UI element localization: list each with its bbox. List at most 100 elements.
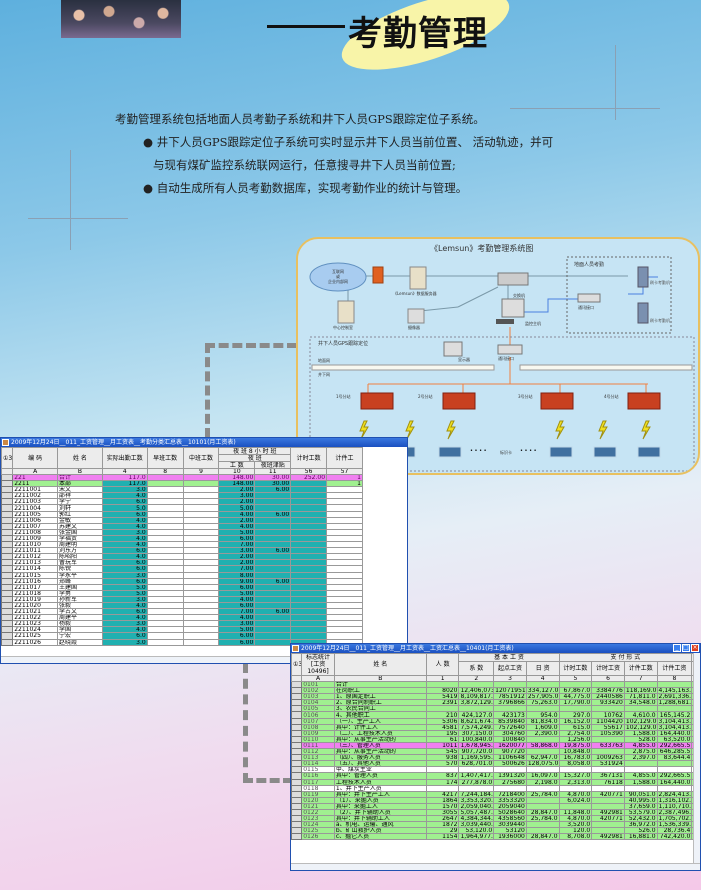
table-cell[interactable]: 954.0 bbox=[525, 711, 560, 719]
table-cell[interactable]: 7851912 bbox=[493, 693, 527, 701]
table-cell[interactable]: 16,152.0 bbox=[558, 717, 593, 725]
table-cell[interactable]: 2,390.0 bbox=[525, 729, 560, 737]
table-cell[interactable]: 25,784.0 bbox=[525, 815, 560, 823]
column-header[interactable]: 工 数 bbox=[218, 461, 256, 469]
table-cell[interactable]: 1936000 bbox=[493, 833, 527, 841]
column-header[interactable]: 计时工资 bbox=[591, 661, 625, 676]
row-selector[interactable] bbox=[1, 638, 14, 646]
group-header[interactable]: 基 本 工 资 bbox=[458, 653, 560, 662]
table-cell[interactable]: 4,870.0 bbox=[558, 790, 593, 798]
table-cell[interactable]: 53,120.0 bbox=[458, 827, 495, 835]
row-selector[interactable] bbox=[291, 833, 303, 841]
table-cell[interactable]: 1,705,702.8 bbox=[656, 815, 693, 823]
corner-cell[interactable]: ①3 bbox=[291, 653, 303, 676]
table-cell[interactable]: 164,440.0 bbox=[656, 729, 693, 737]
table-cell[interactable]: 8,109,817.0 bbox=[458, 693, 495, 701]
table-cell[interactable]: 4,384,344.0 bbox=[458, 815, 495, 823]
table-cell[interactable]: 1,964,977.0 bbox=[458, 833, 495, 841]
table-cell[interactable]: 7,574,249.0 bbox=[458, 723, 495, 731]
column-header[interactable]: 姓 名 bbox=[333, 653, 427, 676]
table-cell[interactable]: 8,621,674.0 bbox=[458, 717, 495, 725]
table-cell[interactable]: 933420 bbox=[591, 699, 625, 707]
table-cell[interactable]: 3.0 bbox=[101, 638, 148, 646]
column-header[interactable]: 早班工数 bbox=[146, 447, 184, 469]
table-cell[interactable]: 2,691,336.6 bbox=[656, 693, 693, 701]
table-cell[interactable]: 277,878.0 bbox=[458, 778, 495, 786]
table-cell[interactable]: 7572640 bbox=[493, 723, 527, 731]
table-cell[interactable]: 赵晓霞 bbox=[57, 638, 103, 646]
column-header[interactable]: 计件工数 bbox=[623, 661, 658, 676]
close-button[interactable]: × bbox=[691, 644, 699, 652]
window-titlebar[interactable]: 2009年12月24日__011_工资管理__月工资表__工资汇总表__1040… bbox=[291, 644, 700, 653]
table-cell[interactable]: 3353320 bbox=[493, 796, 527, 804]
table-cell[interactable]: 3,104,413.7 bbox=[656, 717, 693, 725]
table-cell[interactable]: 55617 bbox=[591, 723, 625, 731]
table-cell[interactable]: 其中：井下辅助工人 bbox=[333, 815, 427, 823]
column-header[interactable]: 实际出勤工数 bbox=[101, 447, 148, 469]
column-header[interactable]: 计时工数 bbox=[290, 447, 328, 469]
table-cell[interactable]: 100,840.0 bbox=[458, 735, 495, 743]
table-cell[interactable]: 1,110,710.2 bbox=[656, 802, 693, 810]
table-cell[interactable]: 75,263.0 bbox=[525, 699, 560, 707]
table-cell[interactable]: 3039440 bbox=[493, 821, 527, 829]
table-cell[interactable]: 19,875.0 bbox=[558, 741, 593, 750]
table-cell[interactable]: 128,075.0 bbox=[525, 760, 560, 768]
subgroup-header[interactable]: 夜 班 bbox=[218, 454, 292, 462]
table-cell[interactable]: 28,847.0 bbox=[525, 808, 560, 817]
table-cell[interactable]: 53,579.0 bbox=[623, 808, 658, 817]
table-cell[interactable]: 3,872,129.0 bbox=[458, 699, 495, 707]
table-cell[interactable]: 492981 bbox=[591, 808, 625, 817]
table-cell[interactable]: 8,058.0 bbox=[558, 760, 593, 768]
table-cell[interactable]: 2,824,413.0 bbox=[656, 790, 693, 798]
table-cell[interactable]: 8539840 bbox=[493, 717, 527, 725]
table-cell[interactable]: 492981 bbox=[591, 833, 625, 841]
table-cell[interactable]: 4358560 bbox=[493, 815, 527, 823]
group-header[interactable]: 夜 班 8 小 时 班 bbox=[218, 447, 292, 455]
table-cell[interactable]: 3,520.0 bbox=[558, 821, 593, 829]
table-cell[interactable]: 907,720.0 bbox=[458, 748, 495, 756]
table-cell[interactable]: 8,708.0 bbox=[558, 833, 593, 841]
table-cell[interactable]: 2440586 bbox=[591, 693, 625, 701]
table-cell[interactable]: 164,440.0 bbox=[656, 778, 693, 786]
column-header[interactable]: 计时工数 bbox=[558, 661, 593, 676]
table-cell[interactable]: 30.00 bbox=[254, 480, 292, 488]
table-cell[interactable]: 424,127.0 bbox=[458, 711, 495, 719]
table-cell[interactable]: 16,097.0 bbox=[525, 772, 560, 780]
table-cell[interactable]: 1,169,595.0 bbox=[458, 754, 495, 762]
table-cell[interactable]: 37,659.0 bbox=[623, 802, 658, 810]
table-cell[interactable]: 2,387,496.3 bbox=[656, 808, 693, 817]
table-cell[interactable]: 58,868.0 bbox=[525, 741, 560, 750]
table-cell[interactable]: 1,288,681.0 bbox=[656, 699, 693, 707]
table-cell[interactable]: 1106648 bbox=[493, 754, 527, 762]
wage-summary-window[interactable]: 2009年12月24日__011_工资管理__月工资表__工资汇总表__1040… bbox=[290, 643, 701, 871]
table-cell[interactable]: 646,285.5 bbox=[656, 748, 693, 756]
table-cell[interactable]: 628,701.0 bbox=[458, 760, 495, 768]
column-header[interactable]: 夜班津贴 bbox=[254, 461, 292, 469]
table-cell[interactable]: 28,736.4 bbox=[656, 827, 693, 835]
table-cell[interactable]: 11,848.0 bbox=[558, 808, 593, 817]
table-cell[interactable]: 44,775.0 bbox=[558, 693, 593, 701]
table-cell[interactable]: 633763 bbox=[591, 741, 625, 750]
table-cell[interactable]: 1009263 bbox=[591, 754, 625, 762]
table-cell[interactable]: 3796866 bbox=[493, 699, 527, 707]
table-cell[interactable]: （二）、工程技术人员 bbox=[333, 729, 427, 737]
corner-cell[interactable]: ①3 bbox=[1, 447, 14, 469]
table-cell[interactable]: 52,432.0 bbox=[623, 815, 658, 823]
group-header[interactable]: 支 付 形 式 bbox=[558, 653, 693, 662]
